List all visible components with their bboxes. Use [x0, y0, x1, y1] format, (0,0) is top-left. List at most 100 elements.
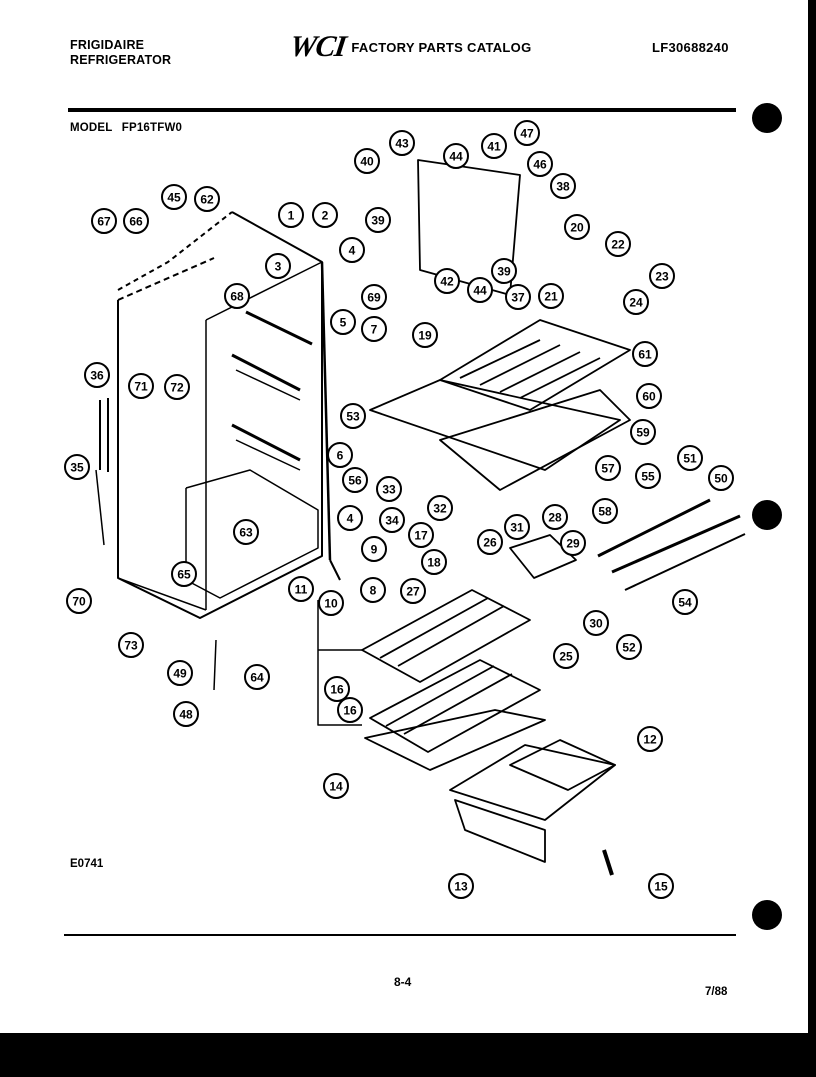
header-catalog: WCI FACTORY PARTS CATALOG — [288, 30, 532, 64]
callout-32: 32 — [427, 495, 453, 521]
svg-text:3: 3 — [275, 260, 282, 274]
svg-text:61: 61 — [638, 348, 652, 362]
svg-text:25: 25 — [559, 650, 573, 664]
callout-73: 73 — [118, 632, 144, 658]
svg-text:5: 5 — [340, 316, 347, 330]
callout-9: 9 — [361, 536, 387, 562]
callout-37: 37 — [505, 284, 531, 310]
svg-text:73: 73 — [124, 639, 138, 653]
callout-23: 23 — [649, 263, 675, 289]
callout-28: 28 — [542, 504, 568, 530]
svg-text:47: 47 — [520, 127, 534, 141]
svg-text:52: 52 — [622, 641, 636, 655]
callout-55: 55 — [635, 463, 661, 489]
svg-text:17: 17 — [414, 529, 428, 543]
scan-edge-bottom — [0, 1033, 816, 1077]
callout-36: 36 — [84, 362, 110, 388]
callout-29: 29 — [560, 530, 586, 556]
svg-text:58: 58 — [598, 505, 612, 519]
callout-69: 69 — [361, 284, 387, 310]
callout-66: 66 — [123, 208, 149, 234]
svg-text:38: 38 — [556, 180, 570, 194]
svg-text:4: 4 — [347, 512, 354, 526]
callout-67: 67 — [91, 208, 117, 234]
cabinet-drawing — [95, 211, 341, 619]
callout-56: 56 — [342, 467, 368, 493]
model-label: MODEL — [70, 122, 113, 134]
callout-18: 18 — [421, 549, 447, 575]
callout-2: 2 — [312, 202, 338, 228]
callout-4b: 4 — [337, 505, 363, 531]
callout-72: 72 — [164, 374, 190, 400]
svg-text:31: 31 — [510, 521, 524, 535]
svg-text:42: 42 — [440, 275, 454, 289]
callout-24: 24 — [623, 289, 649, 315]
svg-text:63: 63 — [239, 526, 253, 540]
callout-25: 25 — [553, 643, 579, 669]
svg-text:28: 28 — [548, 511, 562, 525]
callout-17: 17 — [408, 522, 434, 548]
svg-text:68: 68 — [230, 290, 244, 304]
callout-14: 14 — [323, 773, 349, 799]
callout-48: 48 — [173, 701, 199, 727]
callout-65: 65 — [171, 561, 197, 587]
svg-text:48: 48 — [179, 708, 193, 722]
svg-text:33: 33 — [382, 483, 396, 497]
svg-text:16: 16 — [330, 683, 344, 697]
svg-text:26: 26 — [483, 536, 497, 550]
callout-46: 46 — [527, 151, 553, 177]
callout-7: 7 — [361, 316, 387, 342]
svg-text:9: 9 — [371, 543, 378, 557]
svg-text:71: 71 — [134, 380, 148, 394]
callout-68: 68 — [224, 283, 250, 309]
callout-6: 6 — [327, 442, 353, 468]
scan-edge-right — [808, 0, 816, 1077]
binder-hole-bottom — [752, 900, 782, 930]
svg-text:13: 13 — [454, 880, 468, 894]
svg-text:23: 23 — [655, 270, 669, 284]
callout-21: 21 — [538, 283, 564, 309]
svg-text:53: 53 — [346, 410, 360, 424]
callout-61: 61 — [632, 341, 658, 367]
callout-41: 41 — [481, 133, 507, 159]
callout-49: 49 — [167, 660, 193, 686]
catalog-title: FACTORY PARTS CATALOG — [351, 39, 532, 55]
callout-39b: 39 — [491, 258, 517, 284]
callout-1: 1 — [278, 202, 304, 228]
callout-39: 39 — [365, 207, 391, 233]
shelf-and-crisper-drawing — [213, 534, 616, 876]
svg-text:70: 70 — [72, 595, 86, 609]
svg-text:64: 64 — [250, 671, 264, 685]
callout-44b: 44 — [467, 277, 493, 303]
svg-text:39: 39 — [371, 214, 385, 228]
svg-text:11: 11 — [295, 583, 308, 597]
callout-10: 10 — [318, 590, 344, 616]
callout-45: 45 — [161, 184, 187, 210]
callout-70: 70 — [66, 588, 92, 614]
callout-35: 35 — [64, 454, 90, 480]
callout-13: 13 — [448, 873, 474, 899]
callout-40: 40 — [354, 148, 380, 174]
svg-text:32: 32 — [433, 502, 447, 516]
svg-text:7: 7 — [371, 323, 378, 337]
callout-8: 8 — [360, 577, 386, 603]
callout-27: 27 — [400, 578, 426, 604]
svg-text:54: 54 — [678, 596, 692, 610]
product-name: REFRIGERATOR — [70, 53, 172, 67]
svg-text:43: 43 — [395, 137, 409, 151]
callout-58: 58 — [592, 498, 618, 524]
svg-text:51: 51 — [683, 452, 697, 466]
callout-44: 44 — [443, 143, 469, 169]
callout-42: 42 — [434, 268, 460, 294]
svg-text:50: 50 — [714, 472, 728, 486]
svg-text:62: 62 — [200, 193, 214, 207]
model-number: FP16TFW0 — [121, 122, 183, 134]
svg-text:21: 21 — [544, 290, 558, 304]
svg-text:55: 55 — [641, 470, 655, 484]
svg-text:18: 18 — [427, 556, 441, 570]
svg-text:41: 41 — [487, 140, 501, 154]
callout-34: 34 — [379, 507, 405, 533]
callout-64: 64 — [244, 664, 270, 690]
callout-31: 31 — [504, 514, 530, 540]
